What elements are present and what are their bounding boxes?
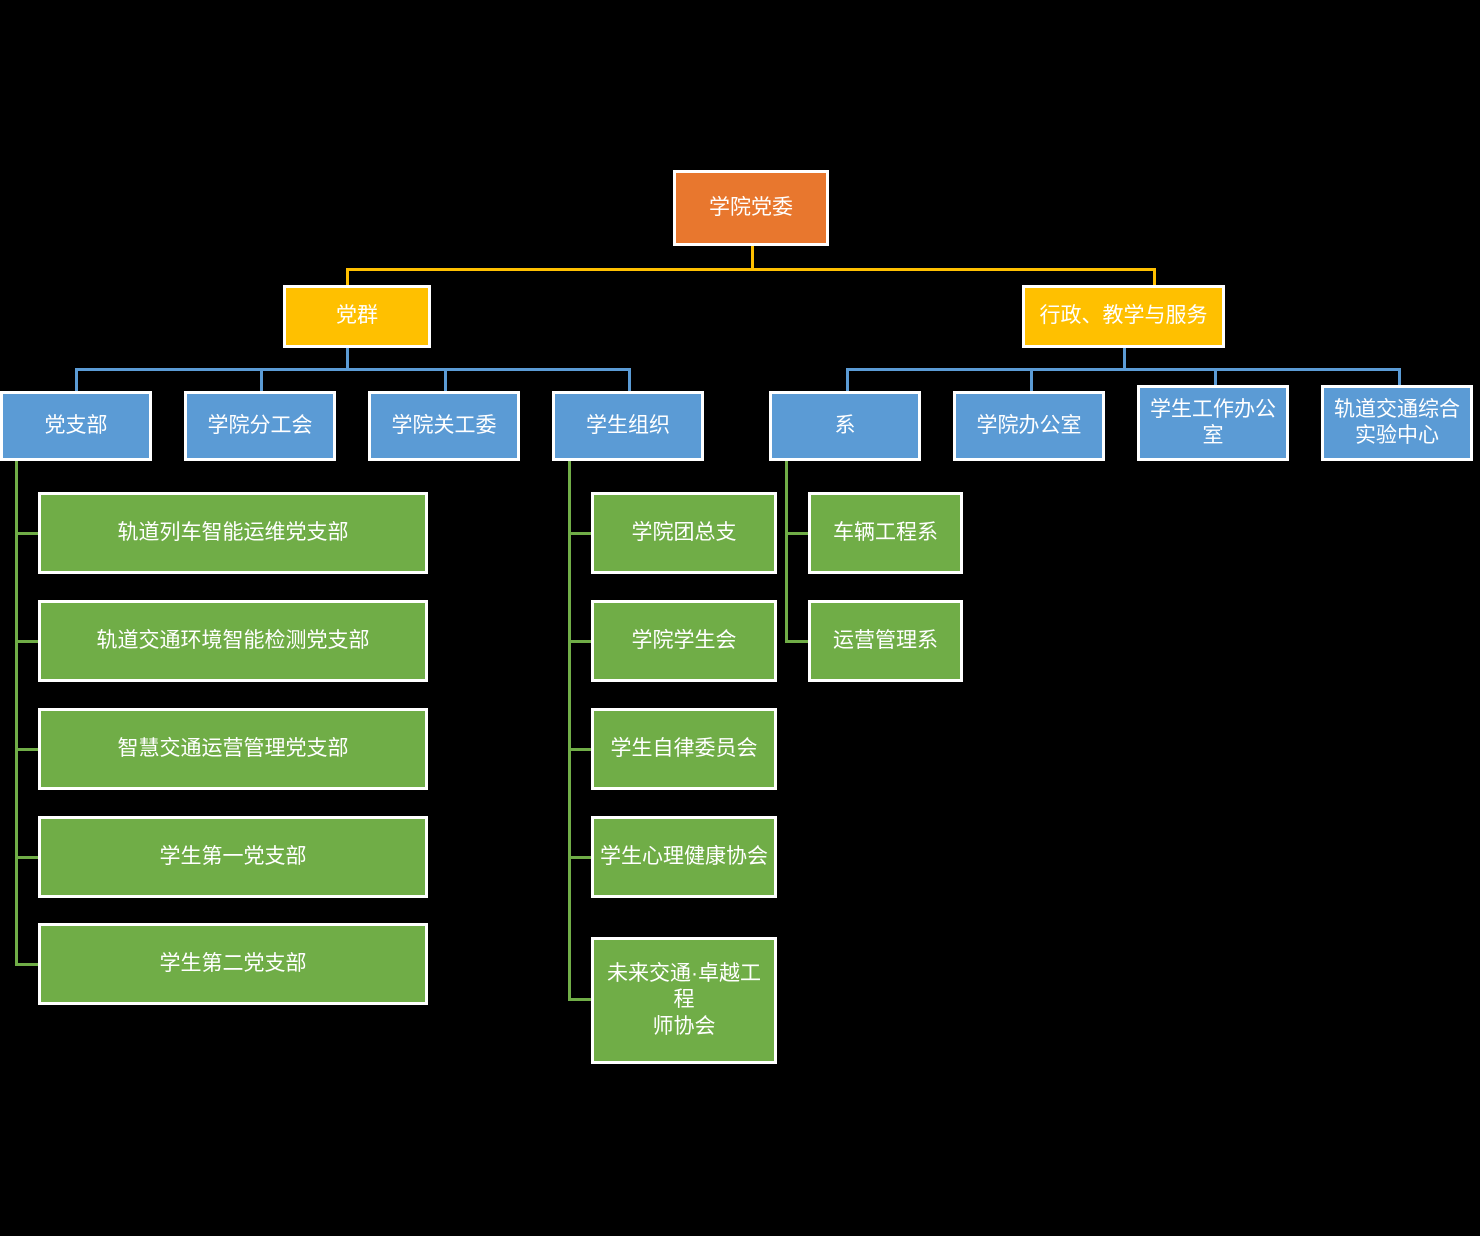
node-org-future-transport-engineer-association[interactable]: 未来交通·卓越工程 师协会 bbox=[591, 937, 777, 1064]
connector-xingzheng-drop-shiyanzhongxin bbox=[1398, 368, 1401, 391]
connector-xingzheng-drop-bangongshi bbox=[1030, 368, 1033, 391]
node-branch-student-first[interactable]: 学生第一党支部 bbox=[38, 816, 428, 898]
node-student-organizations[interactable]: 学生组织 bbox=[552, 391, 704, 461]
connector-dangzhibu-stub-1 bbox=[15, 532, 40, 535]
node-student-affairs-office[interactable]: 学生工作办公 室 bbox=[1137, 385, 1289, 461]
connector-xueshengzuzhi-stub-4 bbox=[568, 856, 593, 859]
connector-dangqun-drop-xueshengzuzhi bbox=[628, 368, 631, 391]
node-org-youth-league-branch[interactable]: 学院团总支 bbox=[591, 492, 777, 574]
node-department-operations-management[interactable]: 运营管理系 bbox=[808, 600, 963, 682]
node-departments-group[interactable]: 系 bbox=[769, 391, 921, 461]
connector-dangqun-bus bbox=[75, 368, 631, 371]
connector-root-bus bbox=[346, 268, 1156, 271]
connector-xueshengzuzhi-stub-3 bbox=[568, 748, 593, 751]
connector-xueshengzuzhi-stub-2 bbox=[568, 640, 593, 643]
node-care-for-next-generation-committee[interactable]: 学院关工委 bbox=[368, 391, 520, 461]
node-rail-transit-lab-center[interactable]: 轨道交通综合 实验中心 bbox=[1321, 385, 1473, 461]
node-administration-teaching-service[interactable]: 行政、教学与服务 bbox=[1022, 285, 1225, 348]
node-org-student-union[interactable]: 学院学生会 bbox=[591, 600, 777, 682]
connector-xueshengzuzhi-stub-5 bbox=[568, 998, 593, 1001]
connector-root-stem bbox=[751, 246, 754, 270]
node-branch-rail-environment-detection[interactable]: 轨道交通环境智能检测党支部 bbox=[38, 600, 428, 682]
connector-dangqun-stem bbox=[346, 348, 349, 370]
connector-dangzhibu-stub-5 bbox=[15, 963, 40, 966]
node-root-party-committee[interactable]: 学院党委 bbox=[673, 170, 829, 246]
connector-dangqun-drop-guangongwei bbox=[444, 368, 447, 391]
node-branch-rail-train-smart-om[interactable]: 轨道列车智能运维党支部 bbox=[38, 492, 428, 574]
connector-xueshengzuzhi-stub-1 bbox=[568, 532, 593, 535]
node-branch-smart-transport-operations[interactable]: 智慧交通运营管理党支部 bbox=[38, 708, 428, 790]
node-college-office[interactable]: 学院办公室 bbox=[953, 391, 1105, 461]
node-department-vehicle-engineering[interactable]: 车辆工程系 bbox=[808, 492, 963, 574]
connector-xi-stub-2 bbox=[785, 640, 810, 643]
connector-root-to-dangqun bbox=[346, 268, 349, 285]
connector-root-to-xingzheng bbox=[1153, 268, 1156, 285]
connector-xi-spine bbox=[785, 461, 788, 643]
connector-dangqun-drop-dangzhibu bbox=[75, 368, 78, 391]
node-party-mass-organizations[interactable]: 党群 bbox=[283, 285, 431, 348]
node-branch-student-second[interactable]: 学生第二党支部 bbox=[38, 923, 428, 1005]
connector-dangzhibu-stub-2 bbox=[15, 640, 40, 643]
node-college-union[interactable]: 学院分工会 bbox=[184, 391, 336, 461]
connector-dangzhibu-spine bbox=[15, 461, 18, 966]
connector-xueshengzuzhi-spine bbox=[568, 461, 571, 1001]
node-party-branch-group[interactable]: 党支部 bbox=[0, 391, 152, 461]
connector-dangzhibu-stub-4 bbox=[15, 856, 40, 859]
connector-dangzhibu-stub-3 bbox=[15, 748, 40, 751]
connector-xi-stub-1 bbox=[785, 532, 810, 535]
connector-dangqun-drop-fengonghui bbox=[260, 368, 263, 391]
connector-xingzheng-drop-xueshenggongzuo bbox=[1214, 368, 1217, 391]
connector-xingzheng-drop-xi bbox=[846, 368, 849, 391]
node-org-self-discipline-committee[interactable]: 学生自律委员会 bbox=[591, 708, 777, 790]
connector-xingzheng-bus bbox=[846, 368, 1401, 371]
connector-xingzheng-stem bbox=[1123, 348, 1126, 370]
node-org-mental-health-association[interactable]: 学生心理健康协会 bbox=[591, 816, 777, 898]
